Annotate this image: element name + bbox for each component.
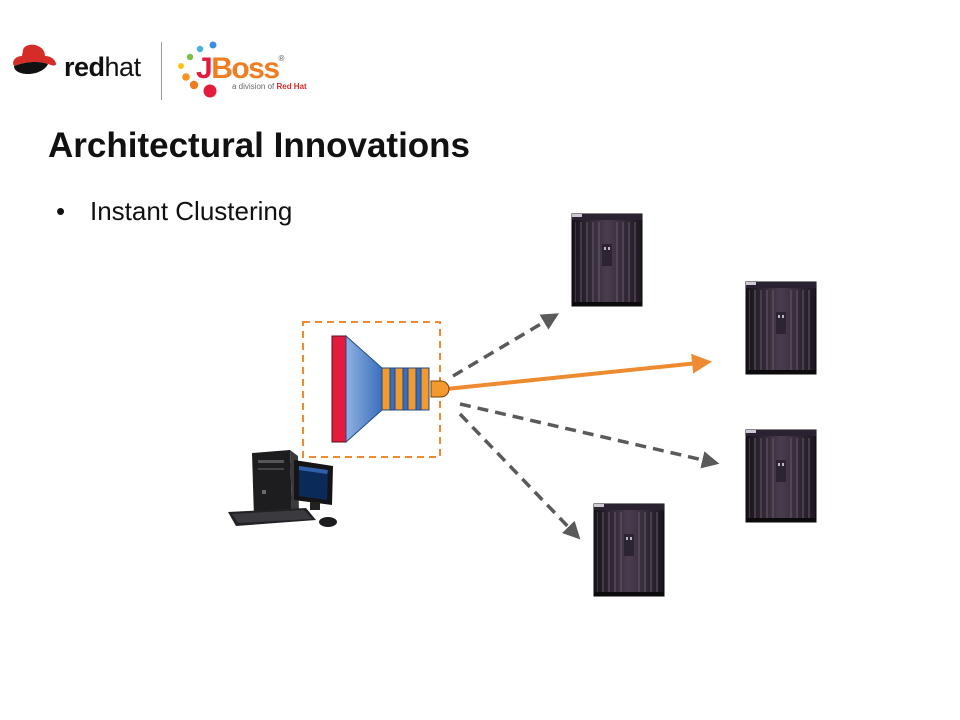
connection-arrow-active: [445, 353, 712, 391]
bullet-text: Instant Clustering: [90, 196, 293, 226]
load-balancer-nozzle-icon: [430, 380, 450, 398]
slide-title: Architectural Innovations: [48, 126, 471, 165]
connection-arrow-inactive: [452, 313, 560, 378]
load-balancer: [302, 321, 450, 458]
client-computer-icon: [228, 450, 337, 527]
bullet-dot-icon: •: [56, 196, 66, 226]
redhat-wordmark: redhat: [64, 52, 141, 82]
connection-arrow-inactive: [458, 412, 581, 540]
logo-divider: [161, 42, 162, 100]
load-balancer-red-bar: [331, 335, 347, 443]
jboss-wordmark: JBoss®: [196, 52, 285, 85]
slide-header: redhat JBoss® a division of Red Hat: [0, 0, 960, 110]
jboss-tagline: a division of Red Hat: [232, 82, 307, 91]
server-cabinet-icon: [745, 281, 817, 375]
bullet-item: • Instant Clustering: [56, 196, 292, 227]
jboss-dots-icon: [178, 41, 217, 98]
load-balancer-funnel-icon: [345, 334, 383, 444]
connection-arrow-inactive: [459, 402, 720, 469]
redhat-shadowman-icon: [13, 44, 56, 74]
server-cabinet-icon: [571, 213, 643, 307]
server-cabinet-icon: [745, 429, 817, 523]
server-cabinet-icon: [593, 503, 665, 597]
